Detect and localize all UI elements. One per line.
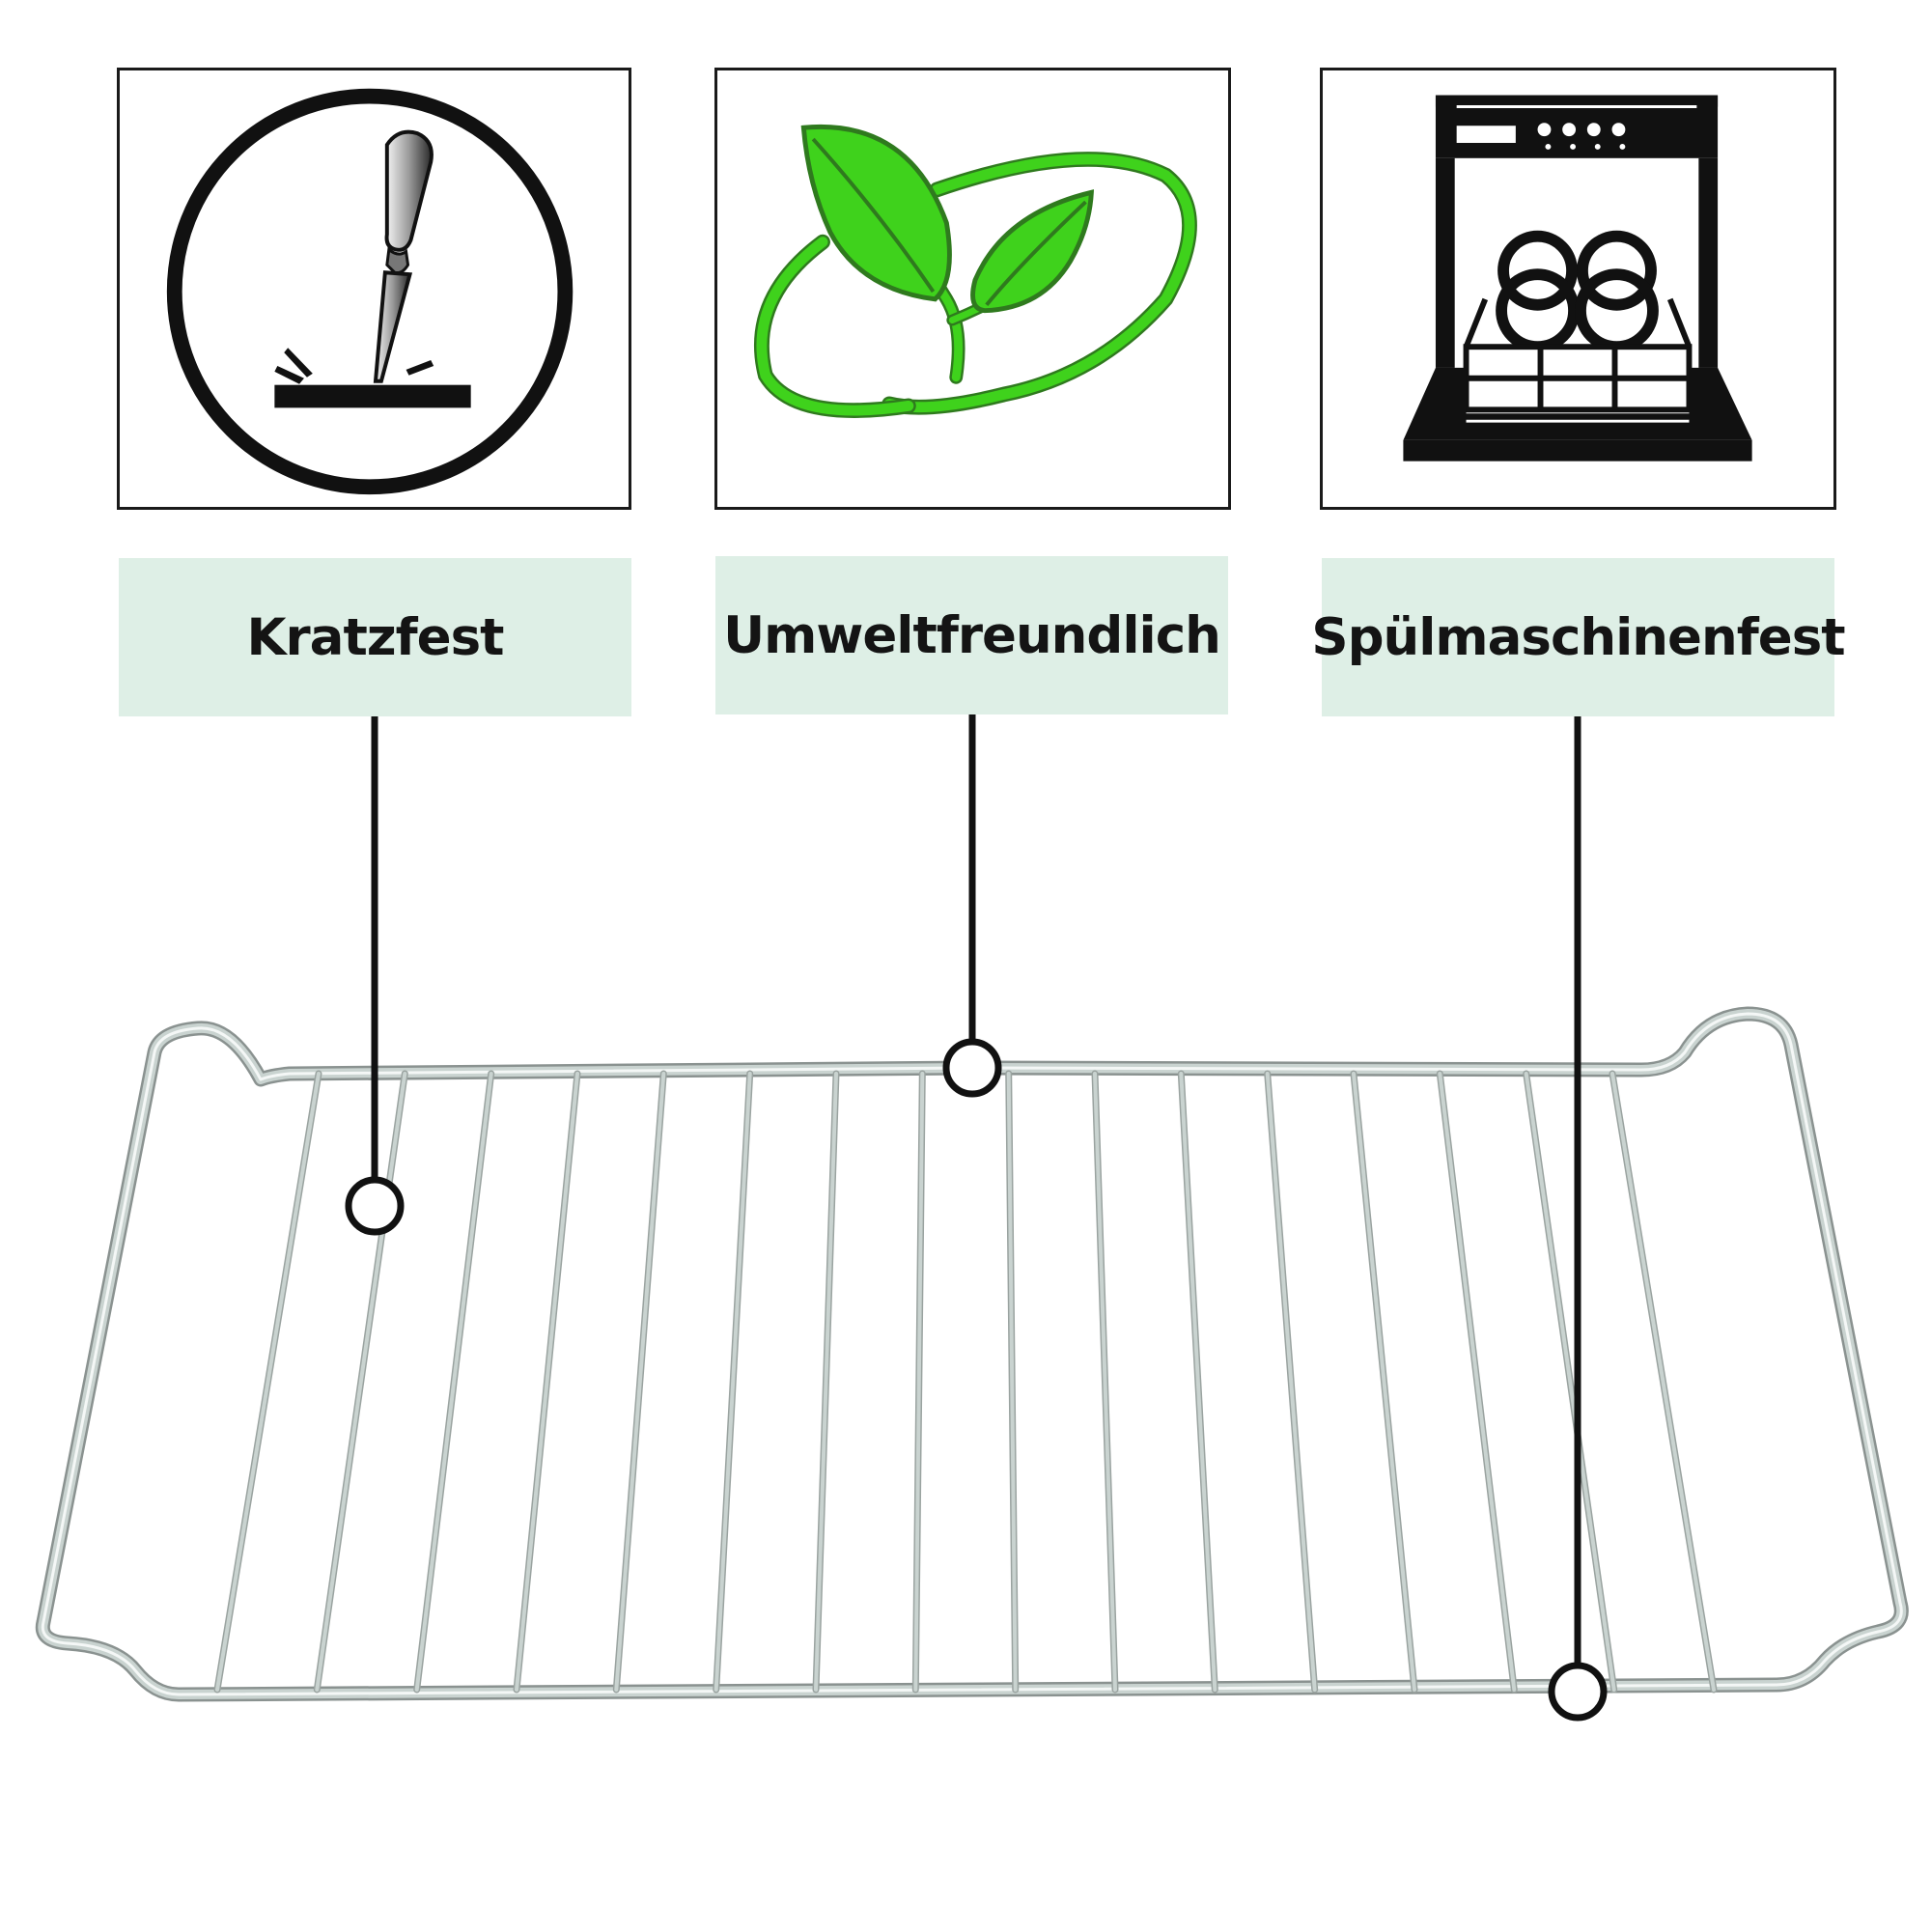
rack-wire-4 — [515, 1072, 579, 1692]
callout-marker-umweltfreundlich — [942, 1038, 1002, 1098]
rack-wire-10 — [1093, 1072, 1117, 1692]
rack-wire-8 — [913, 1072, 925, 1692]
rack-wire-3 — [414, 1072, 493, 1692]
eco-leaves-icon — [754, 124, 1197, 418]
rack-wire-14 — [1438, 1072, 1517, 1692]
callouts — [345, 714, 1608, 1722]
feature-label-kratzfest: Kratzfest — [119, 558, 631, 716]
feature-label-text: Umweltfreundlich — [723, 605, 1221, 665]
callout-marker-kratzfest — [345, 1176, 405, 1236]
callout-marker-spuelmaschinenfest — [1548, 1662, 1608, 1722]
rack-wire-15 — [1524, 1072, 1616, 1692]
rack-wire-13 — [1352, 1072, 1416, 1692]
rack-frame-highlight — [41, 1012, 1903, 1696]
rack-wire-7 — [814, 1072, 838, 1692]
rack-wire-5 — [614, 1072, 666, 1692]
scratch-resistant-icon — [166, 88, 574, 495]
rack-wire-2 — [315, 1072, 407, 1692]
feature-label-text: Kratzfest — [246, 607, 504, 667]
feature-label-umweltfreundlich: Umweltfreundlich — [715, 556, 1228, 714]
oven-rack — [35, 1006, 1909, 1702]
rack-wire-16 — [1610, 1072, 1716, 1692]
rack-wire-9 — [1006, 1072, 1018, 1692]
scratch-resistant-icon-box — [117, 68, 631, 510]
rack-wire-11 — [1179, 1072, 1217, 1692]
eco-icon-box — [714, 68, 1231, 510]
dishwasher-icon-box — [1320, 68, 1836, 510]
rack-wire-6 — [714, 1072, 752, 1692]
feature-label-spuelmaschinenfest: Spülmaschinenfest — [1311, 558, 1846, 716]
rack-wire-12 — [1265, 1072, 1317, 1692]
dishwasher-icon — [1403, 95, 1752, 462]
feature-label-text: Spülmaschinenfest — [1311, 607, 1845, 667]
rack-wire-1 — [215, 1072, 321, 1692]
